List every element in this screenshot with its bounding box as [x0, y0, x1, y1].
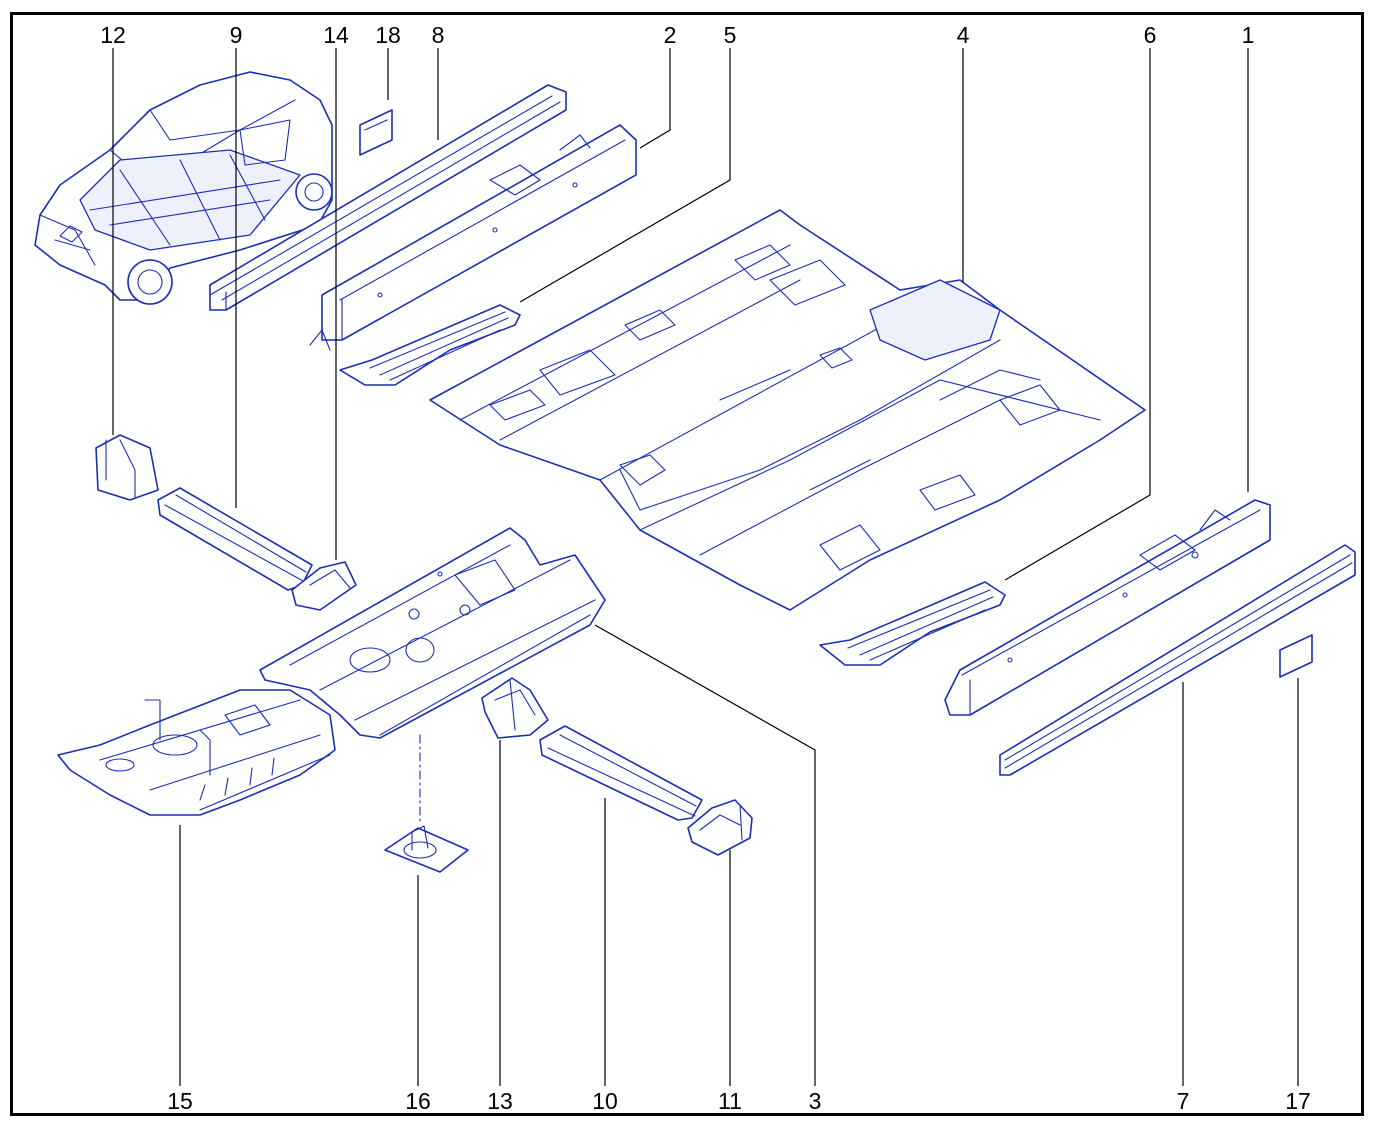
- callout-3: 3: [809, 1088, 822, 1114]
- part-6-step: [819, 581, 1006, 666]
- callout-2: 2: [664, 22, 677, 48]
- part-9-rail: [157, 487, 313, 591]
- part-14-bracket: [291, 561, 357, 611]
- callout-labels: 12 9 14 18 8 2 5 4 6 1 15 16 13 10 11 3 …: [100, 22, 1311, 1114]
- part-13-bracket: [481, 677, 549, 739]
- callout-11: 11: [718, 1088, 742, 1114]
- part-12-bracket: [95, 434, 159, 501]
- part-5-step: [339, 304, 521, 386]
- part-11-bracket: [687, 799, 753, 856]
- callout-4: 4: [957, 22, 970, 48]
- callout-9: 9: [230, 22, 243, 48]
- callout-17: 17: [1285, 1088, 1311, 1114]
- callout-14: 14: [323, 22, 349, 48]
- callout-13: 13: [487, 1088, 513, 1114]
- part-10-rail: [539, 725, 703, 821]
- callout-8: 8: [432, 22, 445, 48]
- part-1-side-member: [944, 499, 1271, 716]
- part-18-plate: [359, 109, 393, 156]
- callout-15: 15: [167, 1088, 193, 1114]
- callout-10: 10: [592, 1088, 618, 1114]
- part-16-mount: [384, 734, 469, 873]
- part-7-sill: [999, 544, 1356, 776]
- callout-12: 12: [100, 22, 126, 48]
- part-4-floor-pan: [429, 209, 1146, 611]
- callout-16: 16: [405, 1088, 431, 1114]
- car-overview: [34, 71, 333, 305]
- callout-6: 6: [1144, 22, 1157, 48]
- part-17-plate: [1279, 634, 1313, 678]
- part-2-side-member: [309, 124, 637, 351]
- callout-7: 7: [1177, 1088, 1190, 1114]
- callout-5: 5: [724, 22, 737, 48]
- callout-18: 18: [375, 22, 401, 48]
- leader-lines: [112, 48, 1299, 1086]
- callout-1: 1: [1242, 22, 1255, 48]
- part-15-front-floor: [57, 689, 336, 816]
- part-3-tunnel: [259, 527, 606, 739]
- part-8-sill: [209, 84, 567, 311]
